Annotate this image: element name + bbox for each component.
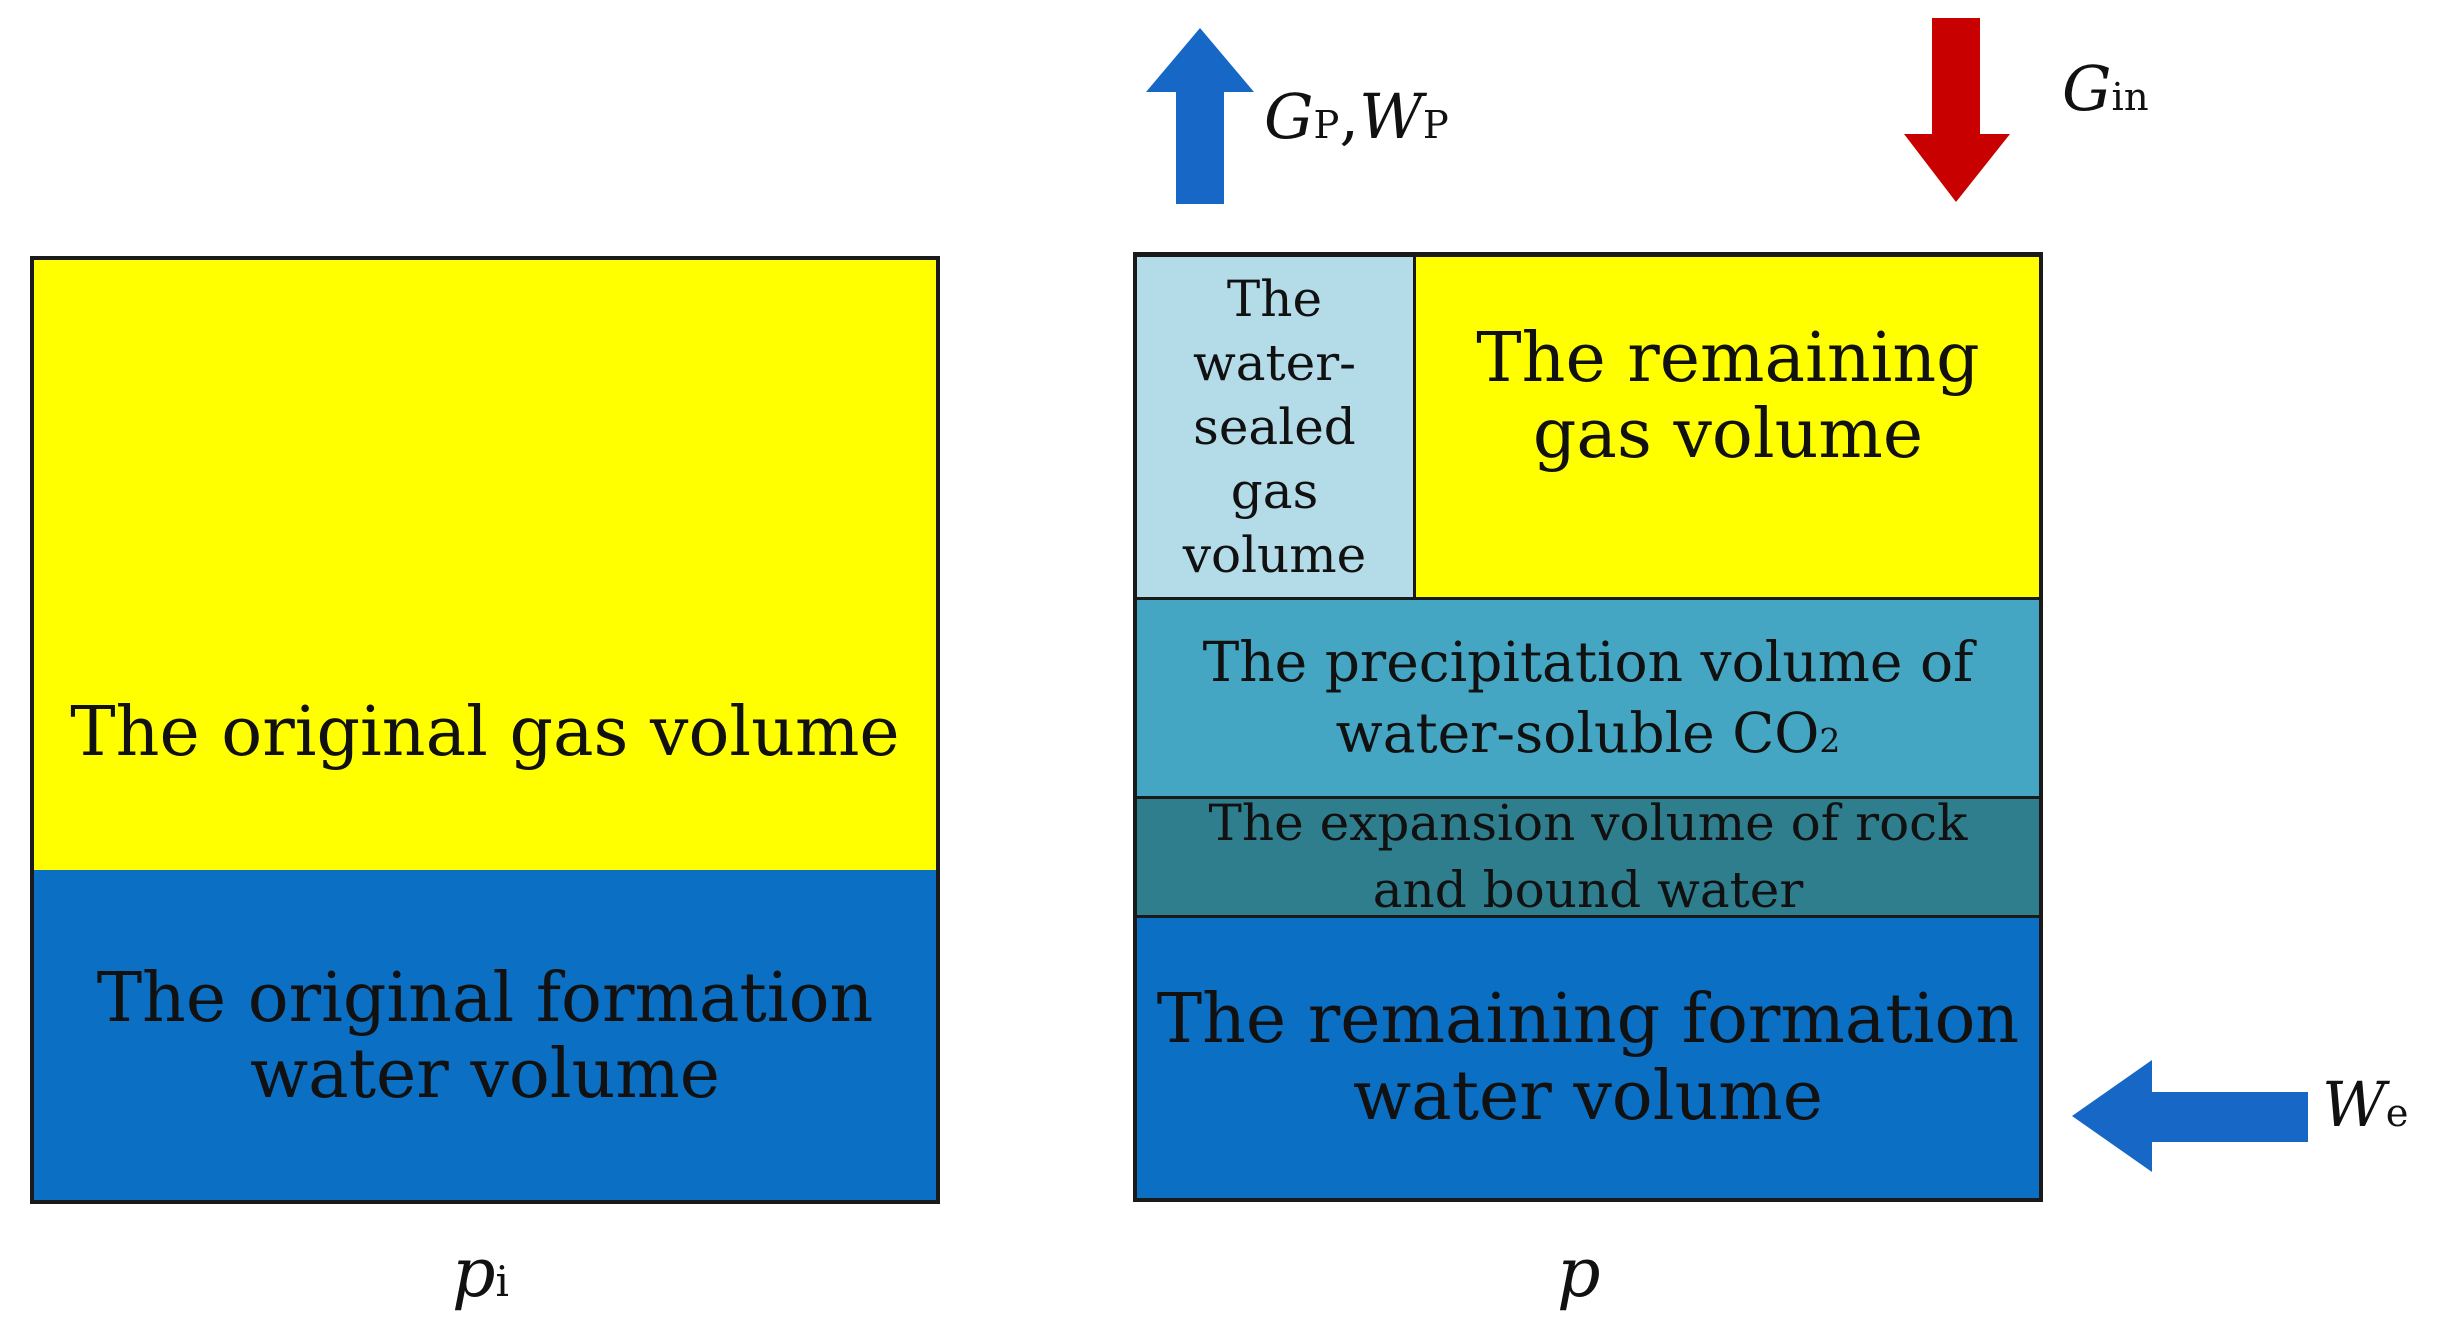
production-flow-label: GP,WP (1264, 80, 1449, 153)
co2-precipitation-block: The precipitation volume of water-solubl… (1133, 597, 2043, 799)
water-influx-left-arrow-icon (2072, 1060, 2308, 1172)
remaining-gas-label: The remaining gas volume (1476, 318, 1980, 474)
water-sealed-gas-block: The water- sealed gas volume (1133, 254, 1416, 600)
water-sealed-gas-label: The water- sealed gas volume (1182, 270, 1367, 584)
produced-water-symbol: W (1359, 80, 1423, 153)
original-formation-water-label: The original formation water volume (96, 958, 874, 1114)
produced-gas-subscript: P (1313, 103, 1340, 148)
co2-precipitation-label: The precipitation volume of water-solubl… (1203, 627, 1974, 770)
water-influx-label: We (2322, 1068, 2408, 1141)
produced-gas-symbol: G (1264, 80, 1314, 153)
influx-water-subscript: e (2385, 1091, 2409, 1136)
rock-bound-water-expansion-block: The expansion volume of rock and bound w… (1133, 794, 2043, 919)
injected-gas-symbol: G (2062, 52, 2112, 125)
production-separator: , (1339, 80, 1360, 153)
original-gas-volume-block: The original gas volume (30, 256, 940, 870)
rock-bound-water-expansion-label: The expansion volume of rock and bound w… (1208, 793, 1968, 920)
initial-pressure-label: pi (452, 1234, 509, 1313)
injected-gas-subscript: in (2111, 75, 2149, 120)
initial-pressure-subscript: i (495, 1257, 510, 1306)
production-up-arrow-icon (1146, 28, 1254, 204)
original-gas-volume-label: The original gas volume (70, 692, 900, 772)
remaining-formation-water-label: The remaining formation water volume (1156, 980, 2020, 1136)
original-formation-water-block: The original formation water volume (30, 870, 940, 1204)
current-pressure-symbol: p (1557, 1234, 1601, 1313)
co2-precipitation-label-main: The precipitation volume of water-solubl… (1202, 629, 1974, 766)
injection-down-arrow-icon (1904, 18, 2010, 202)
co2-precipitation-subscript: 2 (1819, 721, 1841, 760)
produced-water-subscript: P (1422, 103, 1449, 148)
remaining-formation-water-block: The remaining formation water volume (1133, 915, 2043, 1202)
injection-flow-label: Gin (2062, 52, 2149, 125)
current-pressure-label: p (1557, 1234, 1601, 1313)
initial-pressure-symbol: p (452, 1234, 496, 1313)
remaining-gas-block: The remaining gas volume (1413, 254, 2043, 600)
influx-water-symbol: W (2322, 1068, 2386, 1141)
